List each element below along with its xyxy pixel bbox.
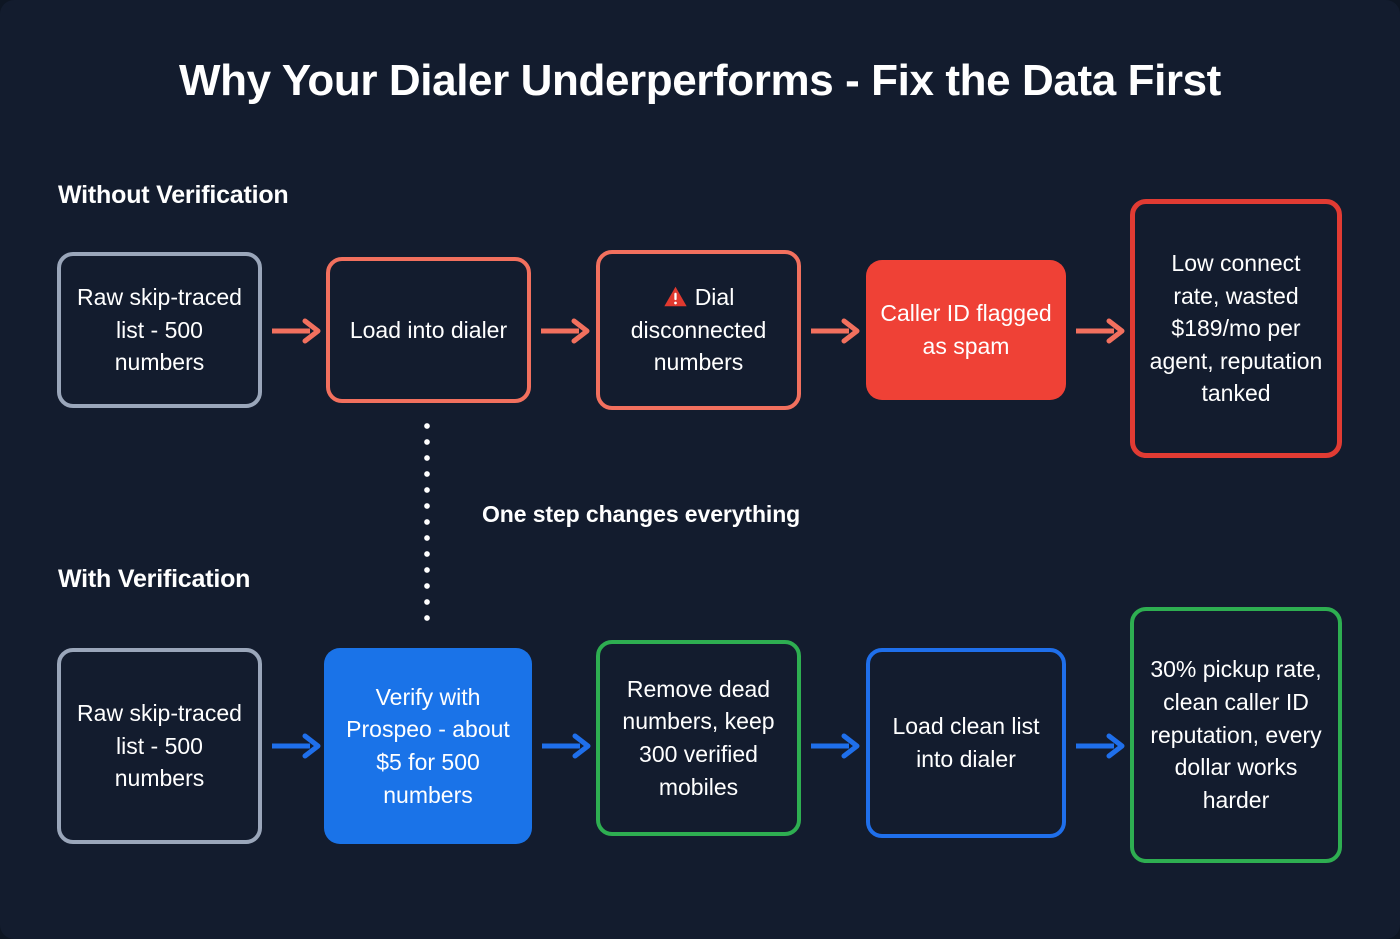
flow-node-verify-prospeo[interactable]: Verify with Prospeo - about $5 for 500 n… [324,648,532,844]
arrow-right-icon [542,733,594,759]
arrow-right-icon [541,318,593,344]
flow-node-dial-disconnected[interactable]: Dial disconnected numbers [596,250,801,410]
flow-node-caller-id-spam[interactable]: Caller ID flagged as spam [866,260,1066,400]
flow-node-label: Dial disconnected numbers [630,284,767,376]
section-label-with-verification: With Verification [58,565,251,593]
flow-node-raw-list[interactable]: Raw skip-traced list - 500 numbers [57,252,262,408]
arrow-right-icon [811,318,863,344]
arrow-right-icon [272,733,324,759]
flow-node-label: Verify with Prospeo - about $5 for 500 n… [346,683,510,808]
flow-node-load-into-dialer[interactable]: Load into dialer [326,257,531,403]
flow-node-label: Caller ID flagged as spam [880,300,1052,359]
flow-node-bad-outcome[interactable]: Low connect rate, wasted $189/mo per age… [1130,199,1342,458]
flow-node-load-clean-list[interactable]: Load clean list into dialer [866,648,1066,838]
divider-note: One step changes everything [482,501,801,527]
flow-node-label: Raw skip-traced list - 500 numbers [77,284,242,376]
flow-node-raw-list-2[interactable]: Raw skip-traced list - 500 numbers [57,648,262,844]
arrow-right-icon [1076,733,1128,759]
arrow-right-icon [811,733,863,759]
flow-row-with-verification: Raw skip-traced list - 500 numbers Verif… [0,595,1400,875]
flow-node-label: Load into dialer [349,316,508,343]
flow-row-without-verification: Raw skip-traced list - 500 numbers Load … [0,190,1400,465]
flow-node-good-outcome[interactable]: 30% pickup rate, clean caller ID reputat… [1130,607,1342,863]
page-title: Why Your Dialer Underperforms - Fix the … [179,56,1221,105]
warning-icon [664,286,687,307]
section-label-without-verification: Without Verification [58,181,289,209]
flow-node-label: 30% pickup rate, clean caller ID reputat… [1150,656,1322,813]
flow-node-label: Low connect rate, wasted $189/mo per age… [1149,249,1323,407]
arrow-right-icon [1076,318,1128,344]
flow-node-label: Load clean list into dialer [892,713,1040,772]
flow-node-label: Raw skip-traced list - 500 numbers [77,700,242,792]
flow-node-label: Remove dead numbers, keep 300 verified m… [622,675,775,800]
flow-node-remove-dead-numbers[interactable]: Remove dead numbers, keep 300 verified m… [596,640,801,836]
dotted-connector-line [424,418,430,626]
arrow-right-icon [272,318,324,344]
